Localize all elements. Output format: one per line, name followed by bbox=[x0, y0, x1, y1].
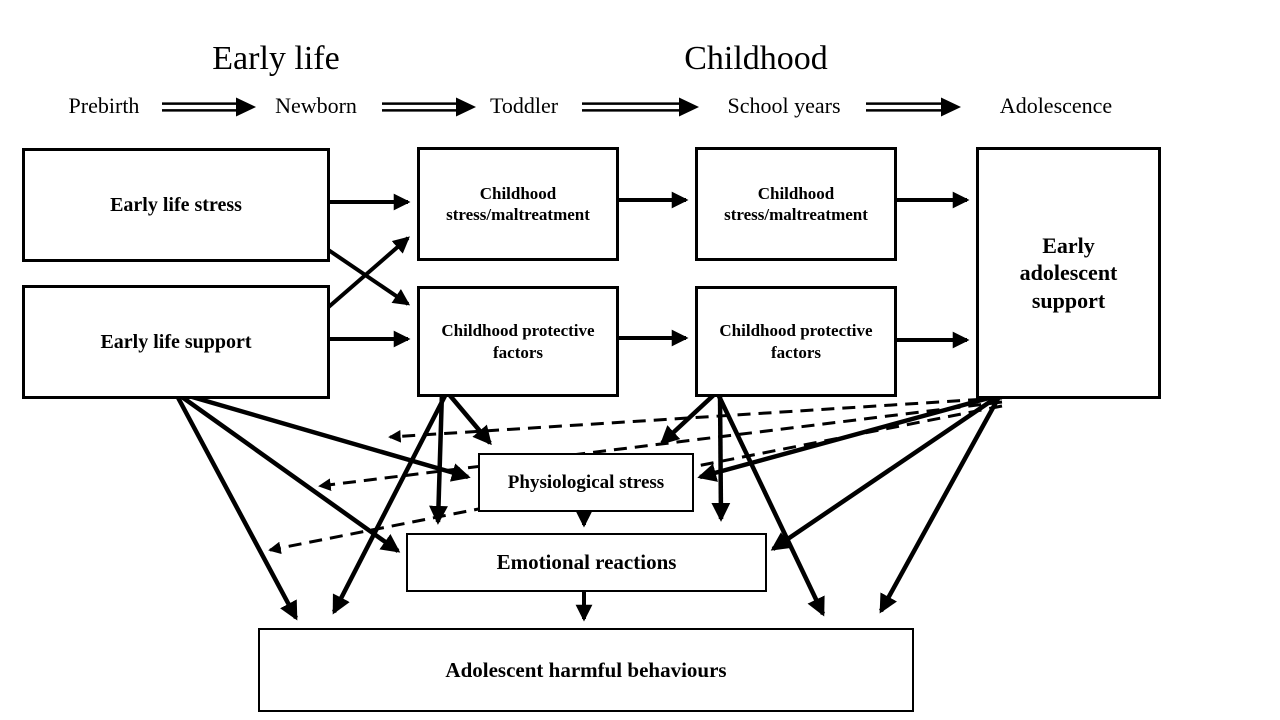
box-adolescent-harmful-behaviours: Adolescent harmful behaviours bbox=[258, 628, 914, 712]
timeline-stage-adolescence: Adolescence bbox=[999, 93, 1113, 118]
box-childhood-stress-2: Childhood stress/maltreatment bbox=[695, 147, 897, 261]
timeline-stage-school-years: School years bbox=[727, 93, 841, 118]
flow-arrows bbox=[322, 191, 970, 622]
timeline-stage-toddler: Toddler bbox=[489, 93, 559, 118]
box-childhood-protective-2-label: Childhood protective factors bbox=[719, 321, 873, 362]
box-childhood-protective-2: Childhood protective factors bbox=[695, 286, 897, 397]
box-early-life-support: Early life support bbox=[22, 285, 330, 399]
box-early-life-stress-label: Early life stress bbox=[110, 193, 242, 216]
header-early-life: Early life bbox=[212, 40, 340, 77]
box-adolescent-harmful-behaviours-label: Adolescent harmful behaviours bbox=[445, 657, 727, 682]
box-physiological-stress: Physiological stress bbox=[478, 453, 694, 512]
box-childhood-stress-1-label: Childhood stress/maltreatment bbox=[446, 183, 590, 224]
box-early-life-support-label: Early life support bbox=[100, 330, 252, 353]
box-childhood-stress-1: Childhood stress/maltreatment bbox=[417, 147, 619, 261]
box-childhood-protective-1: Childhood protective factors bbox=[417, 286, 619, 397]
box-early-adolescent-support: Early adolescent support bbox=[976, 147, 1161, 399]
box-childhood-stress-2-label: Childhood stress/maltreatment bbox=[724, 183, 868, 224]
box-emotional-reactions: Emotional reactions bbox=[406, 533, 767, 592]
box-emotional-reactions-label: Emotional reactions bbox=[496, 550, 677, 575]
box-early-adolescent-support-label: Early adolescent support bbox=[1019, 232, 1118, 313]
header-childhood: Childhood bbox=[684, 40, 828, 77]
box-physiological-stress-label: Physiological stress bbox=[507, 471, 665, 493]
timeline-arrows bbox=[162, 97, 961, 117]
timeline-stage-prebirth: Prebirth bbox=[68, 93, 140, 118]
timeline-stage-newborn: Newborn bbox=[275, 93, 357, 118]
box-childhood-protective-1-label: Childhood protective factors bbox=[441, 321, 595, 362]
box-early-life-stress: Early life stress bbox=[22, 148, 330, 262]
fan-arrows bbox=[173, 389, 1002, 621]
